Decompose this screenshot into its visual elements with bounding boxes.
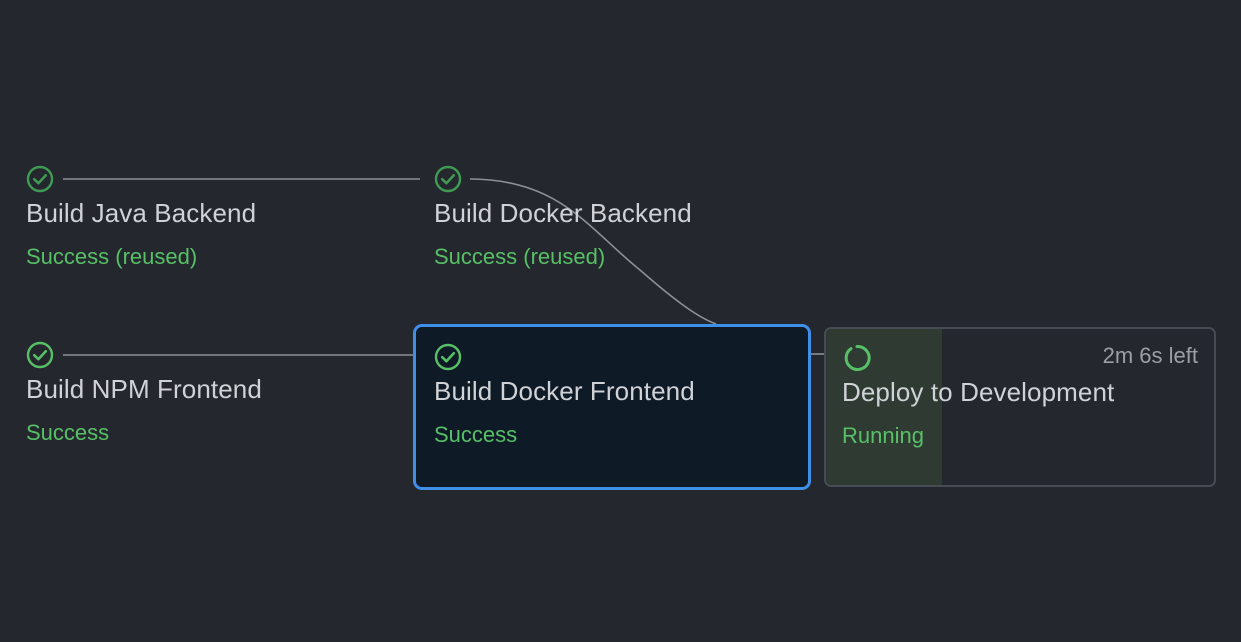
job-status: Success [26, 420, 110, 445]
spinner-icon [844, 344, 871, 371]
check-circle-icon [434, 165, 462, 193]
job-status: Success (reused) [434, 244, 606, 269]
job-status: Success [434, 422, 518, 447]
check-circle-icon [26, 165, 54, 193]
job-eta: 2m 6s left [1102, 343, 1198, 368]
job-build-docker-frontend[interactable]: Build Docker Frontend Success [413, 324, 811, 490]
check-circle-icon [434, 343, 462, 371]
job-status: Success (reused) [26, 244, 198, 269]
job-deploy-to-development[interactable]: 2m 6s left Deploy to Development Running [824, 327, 1216, 487]
job-name: Deploy to Development [842, 377, 1115, 407]
job-name: Build Docker Backend [434, 198, 692, 228]
job-name: Build Java Backend [26, 198, 257, 228]
job-name: Build Docker Frontend [434, 376, 695, 406]
job-name: Build NPM Frontend [26, 374, 262, 404]
job-status: Running [842, 423, 924, 448]
check-circle-icon [26, 341, 54, 369]
